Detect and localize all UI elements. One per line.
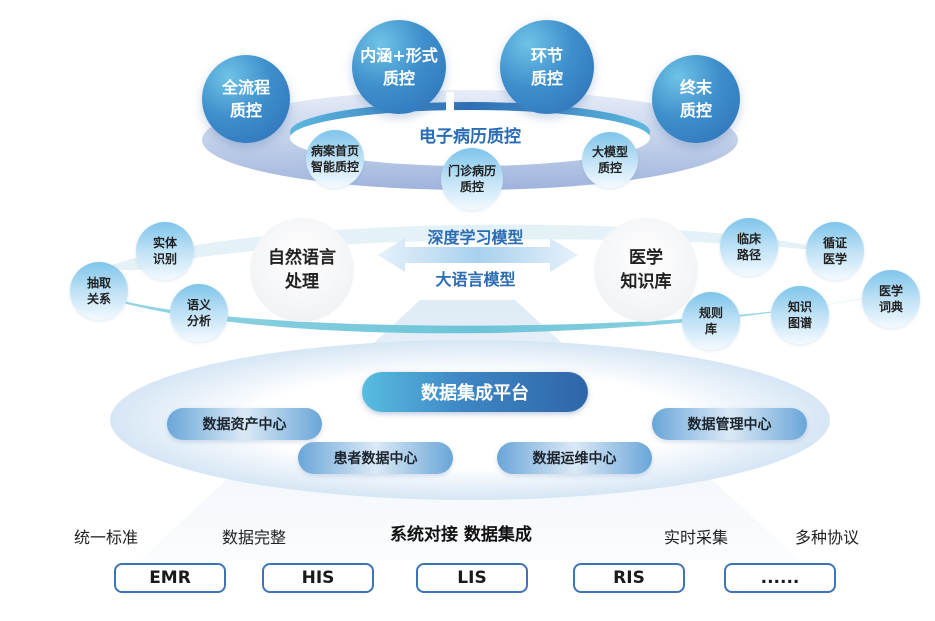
system-lis: LIS bbox=[416, 563, 528, 593]
qc-node-label: 质控 bbox=[459, 180, 484, 194]
nlp-node-relation: 抽取 关系 bbox=[70, 262, 128, 320]
integration-title: 系统对接 数据集成 bbox=[390, 525, 532, 545]
nlp-hub-label: 处理 bbox=[285, 272, 319, 292]
feature-realtime: 实时采集 bbox=[664, 528, 729, 547]
system-emr: EMR bbox=[114, 563, 226, 593]
nlp-hub-label: 自然语言 bbox=[268, 248, 336, 268]
qc-node-label: 质控 bbox=[597, 161, 622, 175]
qc-node-outpatient: 门诊病历 质控 bbox=[441, 148, 503, 210]
qc-circle-label: 质控 bbox=[530, 69, 563, 88]
kb-node-label: 循证 bbox=[822, 236, 847, 250]
qc-node-homepage: 病案首页 智能质控 bbox=[306, 130, 364, 188]
qc-node-label: 门诊病历 bbox=[447, 164, 496, 178]
qc-circle-label: 质控 bbox=[382, 69, 415, 88]
nlp-hub: 自然语言 处理 bbox=[250, 218, 354, 322]
nlp-node-label: 语义 bbox=[186, 298, 211, 312]
qc-circle-label: 内涵+形式 bbox=[360, 46, 438, 65]
data-center-patient: 患者数据中心 bbox=[298, 442, 453, 474]
nlp-node-entity: 实体 识别 bbox=[136, 222, 194, 280]
qc-node-label: 病案首页 bbox=[310, 144, 359, 158]
feature-protocols: 多种协议 bbox=[795, 528, 860, 547]
feature-data-complete: 数据完整 bbox=[222, 528, 287, 547]
qc-node-label: 智能质控 bbox=[310, 160, 359, 174]
data-center-ops: 数据运维中心 bbox=[497, 442, 652, 474]
kb-node-label: 医学 bbox=[878, 284, 903, 298]
bidirectional-arrow bbox=[378, 238, 578, 272]
kb-node-dictionary: 医学 词典 bbox=[862, 270, 920, 328]
top-ring-hole bbox=[290, 110, 650, 166]
deep-learning-label: 深度学习模型 bbox=[427, 228, 524, 247]
kb-hub-label: 知识库 bbox=[620, 272, 672, 292]
qc-circle-process-stage: 环节 质控 bbox=[500, 20, 594, 114]
nlp-node-label: 关系 bbox=[86, 292, 111, 306]
data-center-assets: 数据资产中心 bbox=[167, 408, 322, 440]
system-his: HIS bbox=[262, 563, 374, 593]
system-more: ...... bbox=[724, 563, 836, 593]
qc-circle-label: 全流程 bbox=[221, 78, 270, 97]
kb-node-label: 路径 bbox=[736, 248, 761, 262]
qc-circle-label: 环节 bbox=[530, 46, 563, 65]
nlp-node-label: 分析 bbox=[186, 314, 211, 328]
qc-circle-label: 终末 bbox=[679, 78, 712, 97]
qc-node-label: 大模型 bbox=[591, 145, 628, 159]
llm-label: 大语言模型 bbox=[435, 270, 516, 289]
system-ris: RIS bbox=[573, 563, 685, 593]
kb-node-label: 临床 bbox=[736, 232, 761, 246]
qc-circle-full-process: 全流程 质控 bbox=[202, 55, 290, 143]
kb-node-rules: 规则 库 bbox=[682, 292, 740, 350]
emr-qc-title: 电子病历质控 bbox=[419, 127, 521, 147]
nlp-node-label: 抽取 bbox=[86, 276, 111, 290]
kb-node-clinical-path: 临床 路径 bbox=[720, 218, 778, 276]
kb-hub-label: 医学 bbox=[629, 248, 663, 268]
middle-ring-band bbox=[70, 285, 880, 334]
kb-node-label: 库 bbox=[704, 322, 717, 336]
kb-node-label: 规则 bbox=[698, 306, 723, 320]
kb-node-label: 图谱 bbox=[787, 316, 812, 330]
qc-circle-label: 质控 bbox=[229, 101, 262, 120]
data-center-management: 数据管理中心 bbox=[652, 408, 807, 440]
kb-node-graph: 知识 图谱 bbox=[771, 286, 829, 344]
kb-node-label: 医学 bbox=[822, 252, 847, 266]
medical-kb-hub: 医学 知识库 bbox=[594, 218, 698, 322]
kb-node-label: 知识 bbox=[787, 300, 812, 314]
nlp-node-label: 识别 bbox=[152, 252, 177, 266]
kb-node-label: 词典 bbox=[878, 300, 903, 314]
qc-circle-content-form: 内涵+形式 质控 bbox=[352, 20, 446, 114]
qc-node-large-model: 大模型 质控 bbox=[582, 132, 638, 188]
qc-circle-final: 终末 质控 bbox=[652, 55, 740, 143]
data-integration-platform: 数据集成平台 bbox=[362, 372, 588, 412]
kb-node-evidence: 循证 医学 bbox=[806, 222, 864, 280]
feature-unified-standard: 统一标准 bbox=[74, 528, 139, 547]
qc-circle-label: 质控 bbox=[679, 101, 712, 120]
nlp-node-label: 实体 bbox=[152, 236, 177, 250]
nlp-node-semantic: 语义 分析 bbox=[170, 284, 228, 342]
